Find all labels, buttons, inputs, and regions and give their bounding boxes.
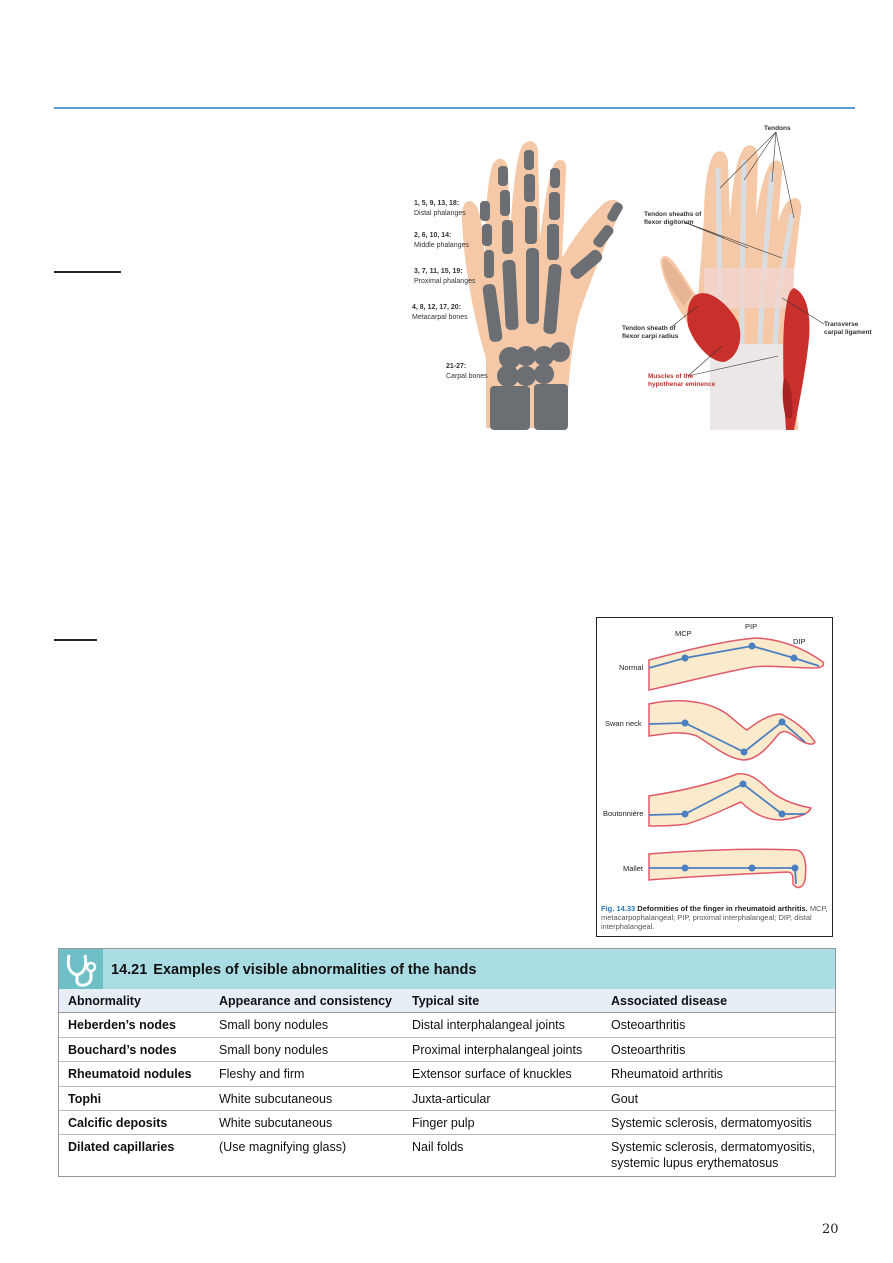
table-row: Bouchard’s nodes Small bony nodules Prox… [59,1038,835,1062]
row-label-mallet: Mallet [623,864,644,873]
joint-label-mcp: MCP [675,629,692,638]
table-row: Rheumatoid nodules Fleshy and firm Exten… [59,1062,835,1087]
column-header: Associated disease [611,994,728,1008]
hand-anatomy-figure: 1, 5, 9, 13, 18: Distal phalanges 2, 6, … [412,125,873,430]
label-muscles: Muscles of the [648,373,694,380]
bone-label-numbers: 4, 8, 12, 17, 20: [412,304,461,311]
cell-abnormality: Calcific deposits [68,1116,168,1130]
table-header-band: 14.21 Examples of visible abnormalities o… [59,949,835,989]
row-label-normal: Normal [619,663,644,672]
cell-site: Proximal interphalangeal joints [412,1043,583,1057]
bone-label-numbers: 2, 6, 10, 14: [414,232,451,239]
leader-lines [669,131,825,377]
cell-disease: Gout [611,1092,639,1106]
joint-label-dip: DIP [793,637,806,646]
bone-label-name: Distal phalanges [414,210,466,217]
table-row: Dilated capillaries (Use magnifying glas… [59,1135,835,1176]
cell-appearance: Fleshy and firm [219,1067,305,1081]
cell-abnormality: Dilated capillaries [68,1140,175,1154]
bone-labels: 1, 5, 9, 13, 18: Distal phalanges 2, 6, … [412,200,488,380]
cell-appearance: White subcutaneous [219,1092,333,1106]
hand-bones [480,150,623,430]
cell-site: Juxta-articular [412,1092,491,1106]
table-column-headers: Abnormality Appearance and consistency T… [59,989,835,1013]
table-title-text: Examples of visible abnormalities of the… [153,962,477,978]
joint-label-pip: PIP [745,622,757,631]
cell-appearance: White subcutaneous [219,1116,333,1130]
column-header: Abnormality [68,994,141,1008]
cell-disease: systemic lupus erythematosus [611,1156,779,1170]
finger-deformities-figure: MCP PIP DIP Normal Swan neck Boutonnière… [596,617,833,937]
stethoscope-icon [59,949,103,989]
figure-caption-label: Fig. 14.33 [601,904,636,913]
label-muscles: hypothenar eminence [648,381,716,388]
label-sheaths: Tendon sheaths of [644,211,702,218]
table-number: 14.21 [111,962,148,978]
cell-abnormality: Rheumatoid nodules [68,1067,192,1081]
figure-caption-title: Deformities of the finger in rheumatoid … [637,904,808,913]
cell-appearance: Small bony nodules [219,1043,329,1057]
cell-appearance: (Use magnifying glass) [219,1140,347,1154]
finger-swan-neck [648,700,816,761]
label-transverse: carpal ligament [824,329,873,336]
soft-tissue-labels: Tendons Tendon sheaths of flexor digitor… [622,125,873,388]
figure-caption-text: MCP, metacarpophalangeal; PIP, proximal … [601,904,828,931]
table-row: Tophi White subcutaneous Juxta-articular… [59,1087,835,1111]
cell-disease: Osteoarthritis [611,1018,686,1032]
finger-boutonniere [648,772,812,827]
bone-label-name: Middle phalanges [414,242,469,249]
column-header: Appearance and consistency [219,994,392,1008]
cell-site: Nail folds [412,1140,464,1154]
cell-site: Distal interphalangeal joints [412,1018,565,1032]
table-title: 14.21 Examples of visible abnormalities o… [111,962,476,978]
column-header: Typical site [412,994,480,1008]
bone-label-name: Proximal phalanges [414,278,476,285]
row-label-swan-neck: Swan neck [605,719,642,728]
cell-site: Extensor surface of knuckles [412,1067,572,1081]
hypothenar-muscles [687,288,810,430]
bone-label-numbers: 3, 7, 11, 15, 19: [414,268,463,275]
label-tendons: Tendons [764,125,791,132]
label-transverse: Transverse [824,321,859,328]
page-number: 20 [822,1222,839,1237]
bone-label-name: Carpal bones [446,373,488,380]
bone-label-name: Metacarpal bones [412,314,468,321]
finger-mallet [648,848,807,889]
underline-mark [54,271,121,273]
table-row: Calcific deposits White subcutaneous Fin… [59,1111,835,1135]
finger-normal [648,637,825,691]
cell-disease: Systemic sclerosis, dermatomyositis, [611,1140,816,1154]
cell-abnormality: Heberden’s nodes [68,1018,176,1032]
bone-label-numbers: 1, 5, 9, 13, 18: [414,200,459,207]
cell-abnormality: Tophi [68,1092,102,1106]
cell-appearance: Small bony nodules [219,1018,329,1032]
bone-label-numbers: 21-27: [446,363,466,370]
cell-disease: Rheumatoid arthritis [611,1067,723,1081]
figure-caption: Fig. 14.33 Deformities of the finger in … [601,904,830,931]
table-row: Heberden’s nodes Small bony nodules Dist… [59,1013,835,1038]
label-flexor-carpi: Tendon sheath of [622,325,677,332]
cell-abnormality: Bouchard’s nodes [68,1043,177,1057]
label-flexor-carpi: flexor carpi radius [622,333,679,340]
cell-disease: Osteoarthritis [611,1043,686,1057]
label-sheaths: flexor digitorum [644,219,694,226]
row-label-boutonniere: Boutonnière [603,809,643,818]
cell-site: Finger pulp [412,1116,475,1130]
finger-diagram: MCP PIP DIP Normal Swan neck Boutonnière… [603,622,825,889]
cell-disease: Systemic sclerosis, dermatomyositis [611,1116,812,1130]
abnormalities-table: 14.21 Examples of visible abnormalities o… [58,948,836,1177]
underline-mark [54,639,97,641]
section-divider [54,107,855,109]
